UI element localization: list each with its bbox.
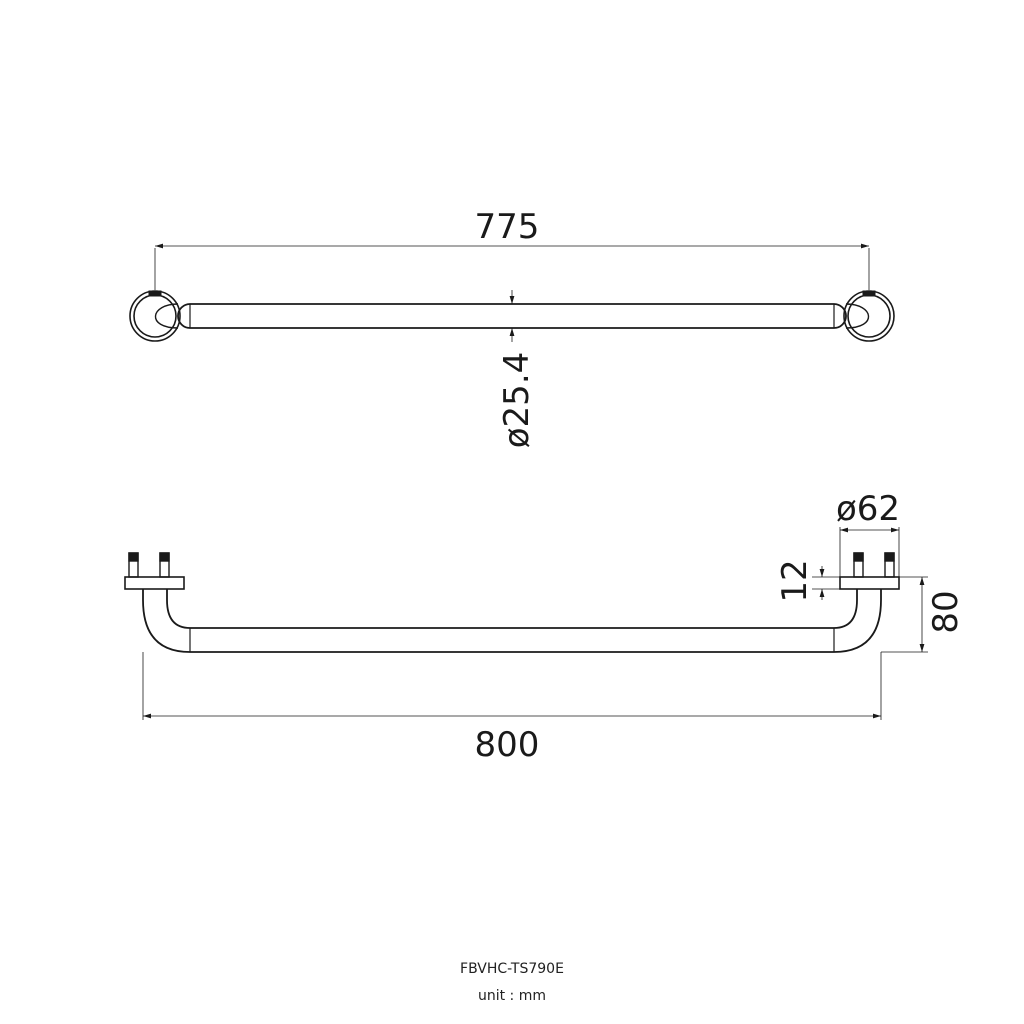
side-tube xyxy=(142,589,882,653)
top-tube xyxy=(177,303,847,329)
unit-label: unit : mm xyxy=(477,988,547,1004)
label-flange-thickness: 12 xyxy=(775,559,815,602)
right-screws xyxy=(853,552,895,578)
dim-flange-thickness xyxy=(812,566,840,600)
side-view xyxy=(124,527,928,720)
dim-flange-diameter xyxy=(839,527,900,577)
dim-top-length xyxy=(154,243,870,290)
label-total-length: 800 xyxy=(475,725,540,765)
top-view xyxy=(129,243,895,342)
side-right-flange xyxy=(839,576,900,590)
brand-mark-icon xyxy=(148,290,876,297)
label-flange-diameter: ø62 xyxy=(836,489,900,529)
label-tube-diameter: ø25.4 xyxy=(497,352,537,449)
dim-projection xyxy=(881,576,928,653)
label-top-length: 775 xyxy=(475,207,540,247)
dim-total-length xyxy=(142,652,882,720)
label-projection: 80 xyxy=(926,590,966,633)
side-left-flange xyxy=(124,576,185,590)
left-screws xyxy=(128,552,170,578)
model-number: FBVHC-TS790E xyxy=(460,961,564,977)
